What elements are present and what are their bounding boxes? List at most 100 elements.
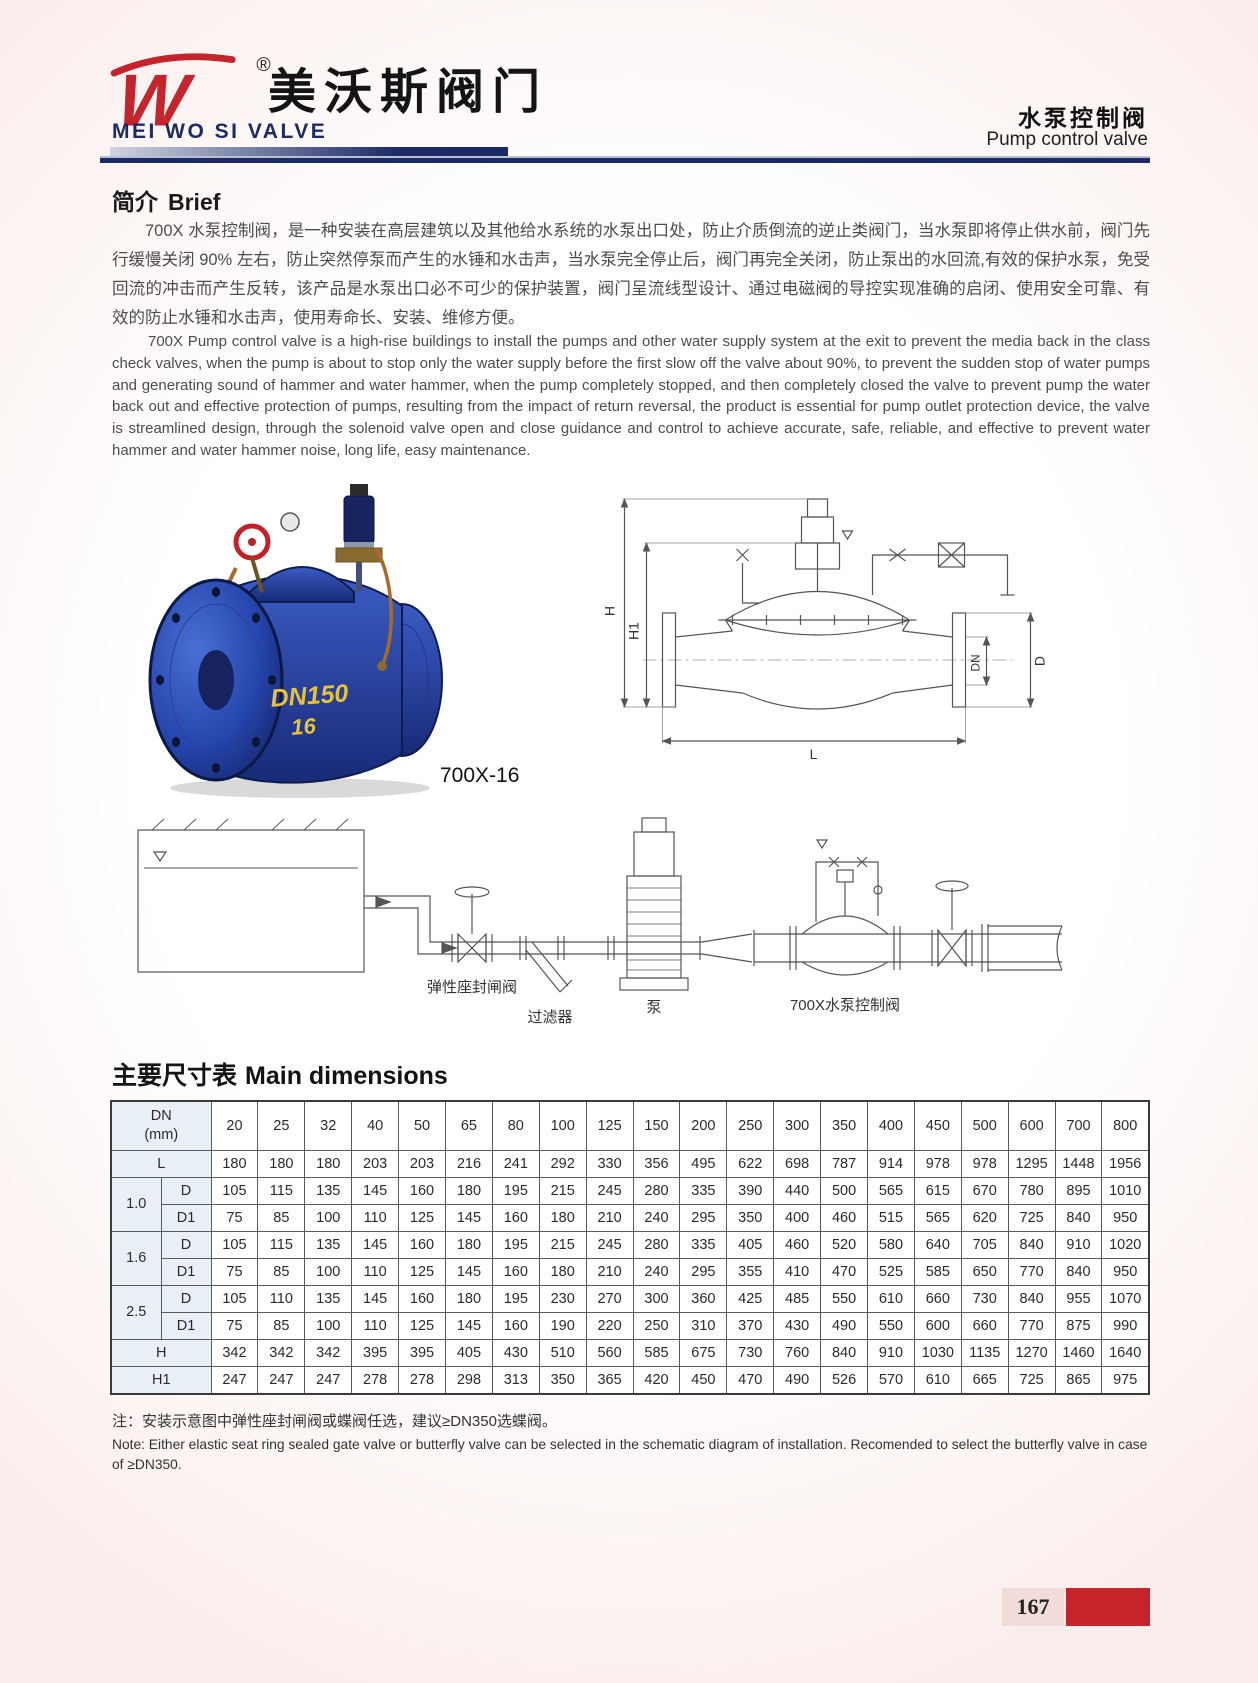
value-cell: 75 [210,1257,259,1286]
value-cell: 135 [304,1284,353,1313]
photo-dn-label: DN150 [270,679,350,712]
value-cell: 135 [304,1230,353,1259]
dn-value-cell: 40 [351,1100,400,1151]
dimension-drawing: H H1 DN D L [602,498,1048,762]
dn-value-cell: 200 [679,1100,728,1151]
value-cell: 85 [257,1203,306,1232]
brass-pilot-block [335,547,383,563]
schematic-label-control-valve: 700X水泵控制阀 [790,997,900,1014]
dn-value-cell: 250 [726,1100,775,1151]
value-cell: 840 [1007,1230,1056,1259]
value-cell: 510 [538,1338,587,1367]
logo-swoosh [110,53,236,77]
strainer-symbol [525,941,573,993]
flange-bolt-holes [156,587,276,773]
value-cell: 220 [585,1311,634,1340]
value-cell: 425 [726,1284,775,1313]
value-cell: 405 [444,1338,493,1367]
brief-paragraph-en: 700X Pump control valve is a high-rise b… [112,333,1150,459]
value-cell: 550 [866,1311,915,1340]
value-cell: 430 [491,1338,540,1367]
solenoid-cap [350,484,368,496]
value-cell: 670 [960,1176,1009,1205]
dn-value-cell: 700 [1054,1100,1103,1151]
flow-arrow [441,942,458,954]
dn-value-cell: 800 [1101,1100,1150,1151]
value-cell: 145 [444,1203,493,1232]
handwheel-hub [248,538,256,546]
value-cell: 780 [1007,1176,1056,1205]
value-cell: 698 [773,1149,822,1178]
header-divider [100,156,1150,163]
dim-label-h: H [602,606,618,616]
value-cell: 840 [1007,1284,1056,1313]
handwheel-symbol [454,886,490,898]
value-cell: 725 [1007,1203,1056,1232]
value-cell: 525 [866,1257,915,1286]
control-valve-actuator [836,869,854,883]
value-cell: 910 [1054,1230,1103,1259]
value-cell: 203 [351,1149,400,1178]
product-title-cn: 水泵控制阀 [1018,105,1148,131]
value-cell: 160 [398,1176,446,1205]
dn-value-cell: 25 [257,1100,306,1151]
dn-value-cell: 125 [585,1100,634,1151]
value-cell: 160 [491,1257,540,1286]
increaser-cone [699,930,755,966]
value-cell: 356 [632,1149,681,1178]
value-cell: 105 [210,1176,259,1205]
value-cell: 215 [538,1176,587,1205]
value-cell: 250 [632,1311,681,1340]
discharge-pipe [754,933,1062,963]
value-cell: 610 [866,1284,915,1313]
value-cell: 560 [585,1338,634,1367]
value-cell: 1270 [1007,1338,1056,1367]
value-cell: 360 [679,1284,728,1313]
value-cell: 145 [444,1311,493,1340]
value-cell: 145 [351,1284,400,1313]
value-cell: 365 [585,1365,634,1395]
value-cell: 395 [398,1338,446,1367]
valve-bonnet [249,566,355,603]
value-cell: 125 [398,1311,446,1340]
value-cell: 615 [913,1176,962,1205]
value-cell: 610 [913,1365,962,1395]
value-cell: 280 [632,1176,681,1205]
dim-label-d: D [1032,656,1048,666]
value-cell: 840 [1054,1257,1103,1286]
value-cell: 105 [210,1284,259,1313]
row-label-cell: H [110,1338,212,1367]
value-cell: 440 [773,1176,822,1205]
handwheel-stem [250,557,264,593]
water-level-mark [152,851,168,863]
value-cell: 400 [773,1203,822,1232]
photo-pn-label: 16 [290,713,317,740]
brass-fitting [377,661,387,671]
dn-value-cell: 400 [866,1100,915,1151]
value-cell: 105 [210,1230,259,1259]
value-cell: 405 [726,1230,775,1259]
value-cell: 180 [210,1149,259,1178]
pump-stages [627,887,681,971]
value-cell: 160 [398,1230,446,1259]
value-cell: 875 [1054,1311,1103,1340]
note-en: Note: Either elastic seat ring sealed ga… [112,1437,1148,1472]
value-cell: 485 [773,1284,822,1313]
value-cell: 241 [491,1149,540,1178]
right-flange [951,612,967,708]
value-cell: 640 [913,1230,962,1259]
value-cell: 145 [351,1176,400,1205]
value-cell: 490 [820,1311,868,1340]
pump-motor [633,831,675,877]
value-cell: 278 [398,1365,446,1395]
value-cell: 203 [398,1149,446,1178]
pn-group-cell: 1.6 [110,1230,162,1286]
photo-shadow [170,778,430,798]
value-cell: 240 [632,1203,681,1232]
pilot-loop [815,861,879,922]
ext-lines-l [662,707,966,743]
value-cell: 660 [913,1284,962,1313]
